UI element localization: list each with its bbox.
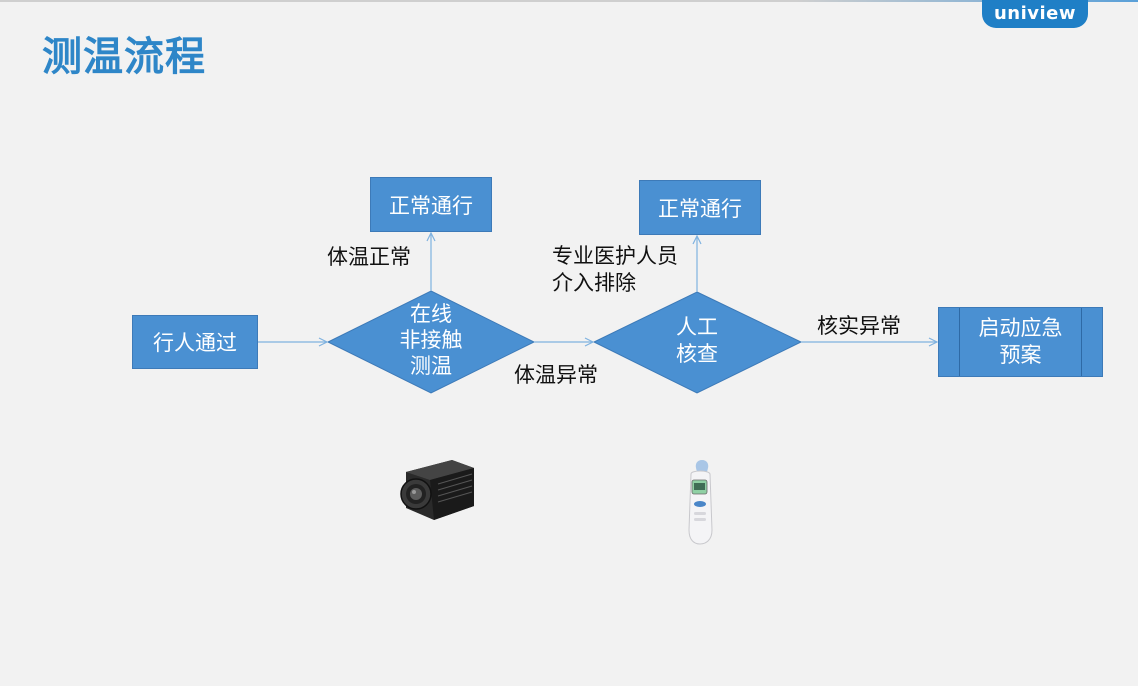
label-abnormal-temp: 体温异常 xyxy=(514,363,598,387)
decision-measure-line-1: 在线 xyxy=(410,302,452,326)
pass-node-2: 正常通行 xyxy=(639,180,761,235)
decision-measure-line-3: 测温 xyxy=(410,354,452,378)
emergency-right-rule xyxy=(1081,308,1082,376)
thermal-camera-image xyxy=(400,460,474,520)
label-normal-temp: 体温正常 xyxy=(327,245,411,269)
emergency-left-rule xyxy=(959,308,960,376)
ear-thermometer-image xyxy=(688,460,713,545)
start-node-pedestrian: 行人通过 xyxy=(132,315,258,369)
decision-node-measure xyxy=(326,290,536,394)
label-medical-line-1: 专业医护人员 xyxy=(552,244,678,268)
page-title: 测温流程 xyxy=(42,34,206,80)
emergency-line-2: 预案 xyxy=(999,343,1042,367)
decision-node-check xyxy=(592,291,803,394)
uniview-logo: uniview xyxy=(982,0,1088,28)
decision-check-label: 人工 核查 xyxy=(657,314,737,368)
decision-measure-label: 在线 非接触 测温 xyxy=(381,301,481,379)
label-medical-line-2: 介入排除 xyxy=(552,271,636,295)
decision-measure-line-2: 非接触 xyxy=(399,328,463,352)
top-divider xyxy=(0,0,1138,2)
label-verified-abnormal: 核实异常 xyxy=(817,314,901,338)
pass-node-1: 正常通行 xyxy=(370,177,492,232)
emergency-node: 启动应急 预案 xyxy=(938,307,1103,377)
decision-check-line-2: 核查 xyxy=(676,342,718,366)
emergency-line-1: 启动应急 xyxy=(978,316,1063,340)
decision-check-line-1: 人工 xyxy=(676,315,718,339)
